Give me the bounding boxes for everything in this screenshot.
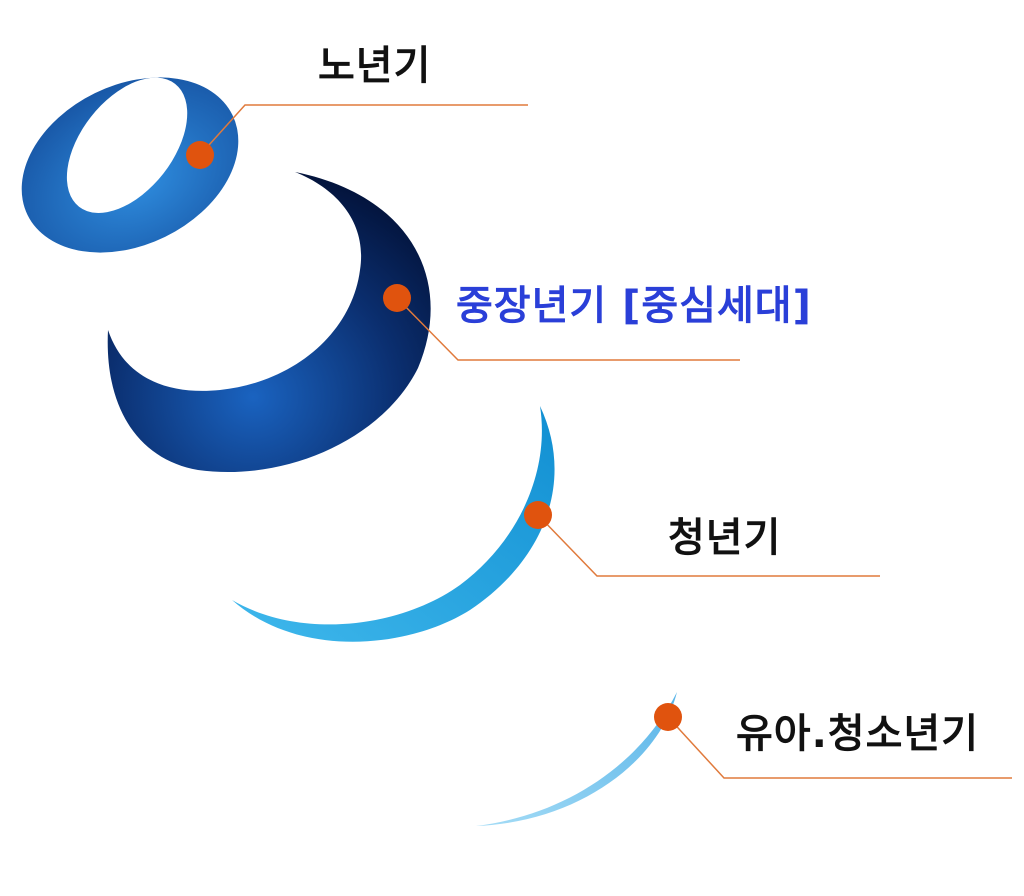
marker-dot-elderly bbox=[186, 141, 214, 169]
label-child-adolescent: 유아.청소년기 bbox=[736, 711, 979, 757]
label-middle-age-core-generation: 중장년기 [중심세대] bbox=[456, 283, 812, 329]
ring-elderly bbox=[21, 77, 239, 253]
leader-line-middle bbox=[396, 297, 740, 361]
label-youth: 청년기 bbox=[668, 515, 782, 561]
leader-line-youth bbox=[537, 514, 880, 577]
ring-child bbox=[476, 692, 677, 826]
ring-middle bbox=[107, 172, 431, 473]
marker-dot-child bbox=[654, 703, 682, 731]
marker-dot-youth bbox=[524, 501, 552, 529]
ring-youth bbox=[232, 406, 555, 642]
marker-dot-middle bbox=[383, 284, 411, 312]
leader-line-child bbox=[667, 716, 1012, 779]
label-elderly: 노년기 bbox=[318, 43, 432, 89]
leader-line-elderly bbox=[199, 104, 528, 156]
